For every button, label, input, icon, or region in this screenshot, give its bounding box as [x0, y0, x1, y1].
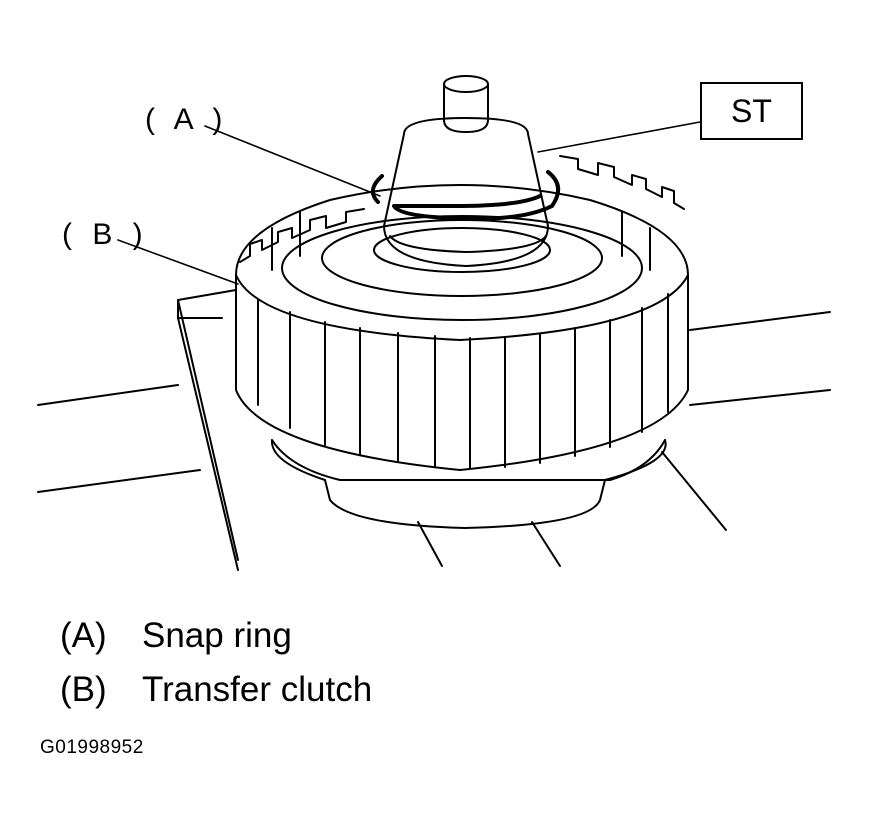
leader-lines — [117, 121, 701, 285]
clutch-hub — [281, 215, 643, 321]
figure-id: G01998952 — [40, 737, 144, 758]
legend-item-transfer-clutch: (B) Transfer clutch — [60, 670, 372, 710]
clutch-base — [270, 439, 667, 529]
special-tool-label: ST — [700, 82, 803, 140]
snap-ring — [370, 170, 560, 221]
snap-ring-removal-illustration — [37, 75, 831, 571]
special-tool — [383, 75, 549, 267]
callout-a-label: ( A ) — [145, 103, 229, 136]
transfer-clutch-drum — [235, 155, 689, 471]
callout-b-label: ( B ) — [62, 218, 149, 251]
legend-label: Snap ring — [142, 616, 292, 655]
legend-label: Transfer clutch — [142, 670, 373, 709]
legend-key: (A) — [60, 616, 107, 655]
workbench — [37, 289, 831, 571]
legend-item-snap-ring: (A) Snap ring — [60, 616, 292, 656]
legend-key: (B) — [60, 670, 107, 709]
